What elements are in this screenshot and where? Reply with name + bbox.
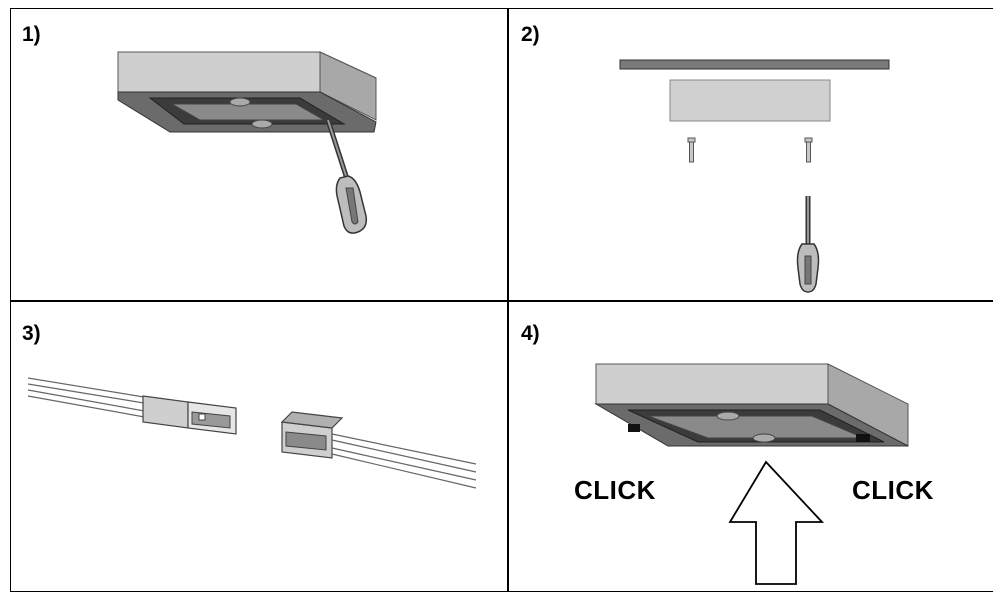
step-3-illustration: [27, 377, 477, 489]
step-1-illustration: [117, 51, 377, 234]
screw-right: [804, 137, 813, 163]
screw-left: [687, 137, 696, 163]
step-2-label: 2): [521, 23, 540, 46]
cable-right: [331, 433, 477, 489]
step-4-illustration: [594, 363, 909, 585]
click-label-right: CLICK: [852, 475, 934, 505]
step-3-label: 3): [22, 322, 41, 345]
step-1-label: 1): [22, 23, 41, 46]
grid-divider-horizontal: [10, 300, 993, 302]
cable-left: [27, 377, 151, 419]
step-2-illustration: [619, 59, 890, 293]
step-4-label: 4): [521, 322, 540, 345]
up-arrow-icon: [728, 460, 825, 585]
click-label-left: CLICK: [574, 475, 656, 505]
